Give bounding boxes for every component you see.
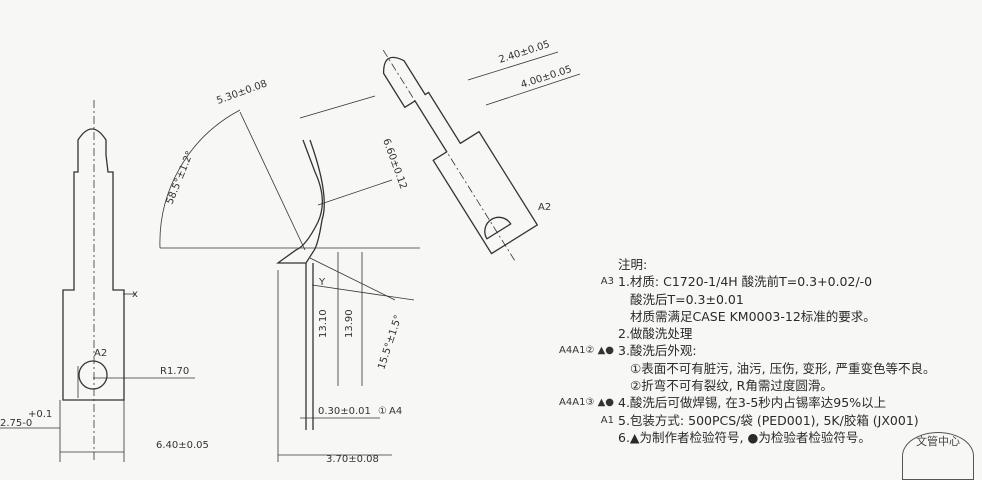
hole-r170 — [78, 360, 108, 390]
dim-030: 0.30±0.01 — [318, 406, 371, 417]
mk-a4: A4 — [389, 406, 402, 417]
doc-control-stamp: 文管中心 — [902, 432, 974, 480]
notes-heading: 注明: — [618, 257, 648, 272]
dim-r170: R1.70 — [160, 366, 189, 377]
axis-y: Y — [318, 277, 326, 288]
note-3a: ①表面不可有脏污, 油污, 压伤, 变形, 严重变色等不良。 — [630, 360, 936, 376]
note-1b: 酸洗后T=0.3±0.01 — [630, 291, 744, 307]
mk-1: ① — [378, 406, 387, 417]
marks-row5: A4A1③ ▲● — [559, 397, 614, 409]
mk-a2a: A2 — [94, 348, 107, 359]
note-1: 1.材质: C1720-1/4H 酸洗前T=0.3+0.02/-0 — [618, 274, 873, 290]
dim-370: 3.70±0.08 — [326, 454, 379, 465]
note-3: 3.酸洗后外观: — [618, 343, 697, 359]
note-5: 5.包装方式: 500PCS/袋 (PED001), 5K/胶箱 (JX001) — [618, 412, 919, 428]
note-1c: 材质需满足CASE KM0003-12标准的要求。 — [630, 308, 876, 324]
dim-585: 58.5°±1.2° — [165, 150, 196, 207]
dim-240: 2.40±0.05 — [498, 39, 552, 66]
bent-profile — [276, 139, 325, 264]
dim-275: 2.75-0 — [0, 418, 32, 429]
dim-530: 5.30±0.08 — [215, 78, 268, 106]
marks-row3: A4A1② ▲● — [559, 345, 614, 357]
dim-400: 4.00±0.05 — [520, 64, 574, 91]
pin-inclined-outline — [382, 56, 539, 255]
dim-640: 6.40±0.05 — [156, 440, 209, 451]
mk-a2b: A2 — [538, 202, 551, 213]
note-6: 6.▲为制作者检验符号, ●为检验者检验符号。 — [618, 429, 871, 445]
pin-front-outline — [62, 128, 125, 401]
dim-1310: 13.10 — [318, 309, 329, 338]
dim-1390: 13.90 — [344, 309, 355, 338]
dim-155: 15.5°±1.5° — [376, 314, 404, 371]
marker-a3: A3 — [600, 276, 614, 288]
note-3b: ②折弯不可有裂纹, R角需过度圆滑。 — [630, 378, 833, 394]
dim-tol: +0.1 — [28, 409, 52, 420]
marks-row6: A1 — [600, 414, 614, 426]
technical-drawing: +0.1 2.75-0 R1.70 6.40±0.05 x Y 5.30±0.0… — [0, 39, 581, 465]
note-2: 2.做酸洗处理 — [618, 326, 693, 342]
note-4: 4.酸洗后可做焊锡, 在3-5秒内占锡率达95%以上 — [618, 395, 887, 411]
axis-x: x — [132, 289, 138, 300]
